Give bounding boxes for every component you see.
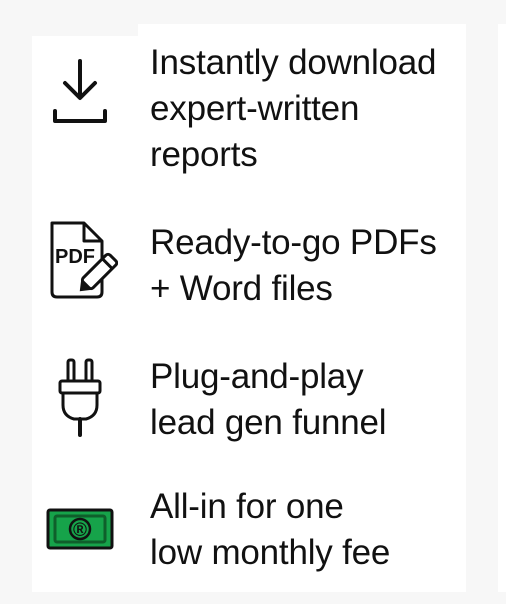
feature-line: Plug-and-play [150,357,364,396]
icon-column-panel [32,36,138,592]
text-column-panel [138,24,466,592]
right-edge-panel [498,24,506,592]
pdf-label: PDF [55,246,95,268]
feature-text-pdf: Ready-to-go PDFs + Word files [150,220,486,312]
feature-line: reports [150,135,258,174]
feature-text-money: All-in for one low monthly fee [150,484,486,576]
feature-text-download: Instantly download expert-written report… [150,40,486,178]
pdf-file-icon: PDF [40,220,120,300]
currency-symbol: ® [73,520,87,541]
money-icon: ® [40,489,120,569]
feature-line: Instantly download [150,43,437,82]
download-icon [40,50,120,130]
feature-line: low monthly fee [150,533,391,572]
feature-text-plug: Plug-and-play lead gen funnel [150,354,486,446]
plug-icon [40,358,120,438]
feature-line: expert-written [150,89,360,128]
feature-line: lead gen funnel [150,403,387,442]
feature-line: + Word files [150,269,333,308]
feature-line: All-in for one [150,487,344,526]
feature-line: Ready-to-go PDFs [150,223,437,262]
